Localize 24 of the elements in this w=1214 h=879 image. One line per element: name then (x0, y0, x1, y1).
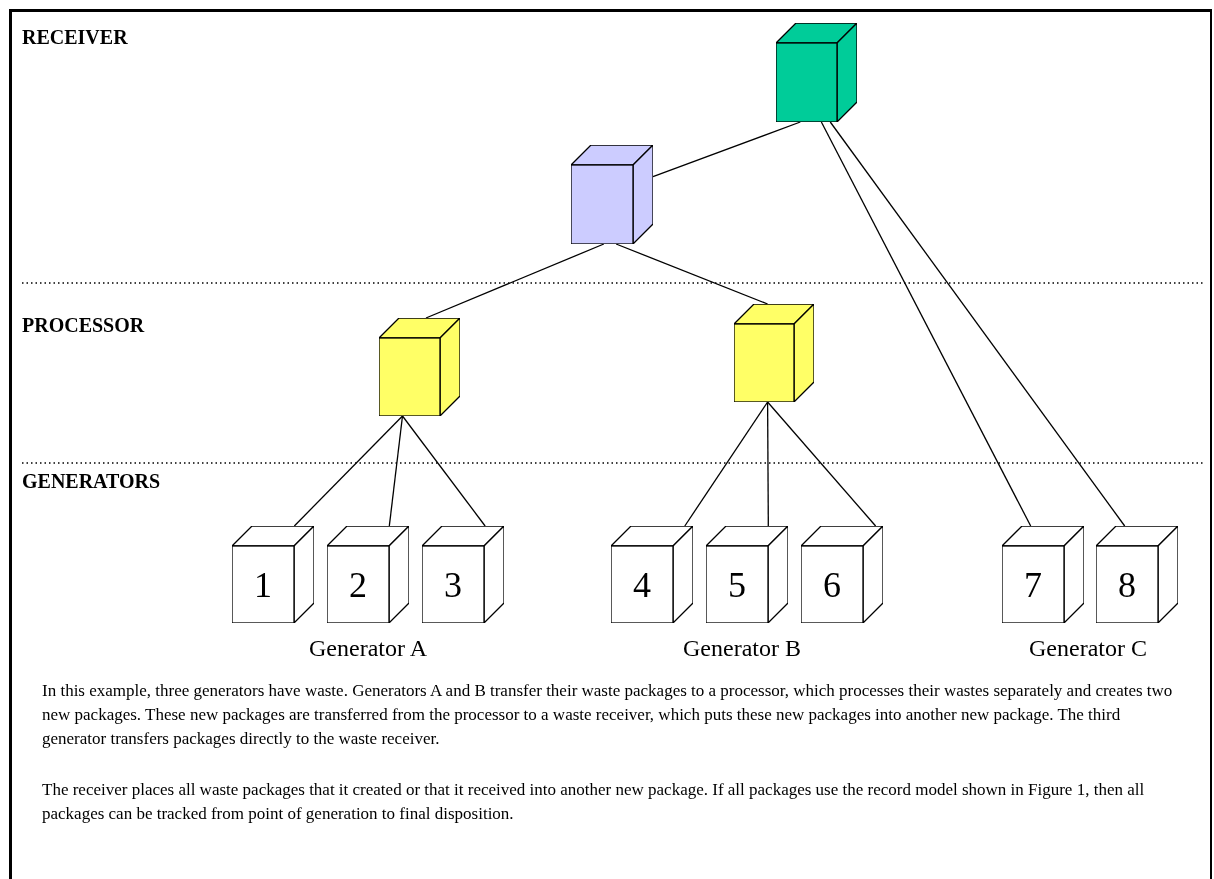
connector-line (766, 401, 877, 527)
package-number: 7 (1024, 566, 1042, 603)
connector-line (766, 401, 769, 527)
package-number: 5 (728, 566, 746, 603)
package-number: 6 (823, 566, 841, 603)
connector-line (388, 415, 404, 527)
connector-line (820, 121, 1032, 527)
connector-line (293, 415, 404, 527)
package-number: 2 (349, 566, 367, 603)
group-label: Generator A (308, 634, 428, 663)
description-paragraph: The receiver places all waste packages that it created or that it received into another new package. If all packages use the record model shown in Figure 1, then all packages can be tracked from point of generation to final disposition. (42, 779, 1146, 825)
package-number: 1 (254, 566, 272, 603)
package-number: 8 (1118, 566, 1136, 603)
package-number: 3 (444, 566, 462, 603)
connector-line (829, 121, 1126, 527)
package-number: 4 (633, 566, 651, 603)
description-paragraph: In this example, three generators have waste. Generators A and B transfer their waste packages to a processor, which processes their wastes separately and creates two new packages. These new packages are transferred from the processor to a waste receiver, which puts these new packages into another new package. The third generator transfers packages directly to the waste receiver. (42, 680, 1174, 750)
tier-label: RECEIVER (22, 25, 128, 50)
group-label: Generator C (1028, 634, 1148, 663)
group-label: Generator B (682, 634, 802, 663)
tier-label: PROCESSOR (22, 313, 145, 338)
connector-line (684, 401, 769, 527)
tier-label: GENERATORS (22, 469, 161, 494)
connector-line (401, 415, 486, 527)
